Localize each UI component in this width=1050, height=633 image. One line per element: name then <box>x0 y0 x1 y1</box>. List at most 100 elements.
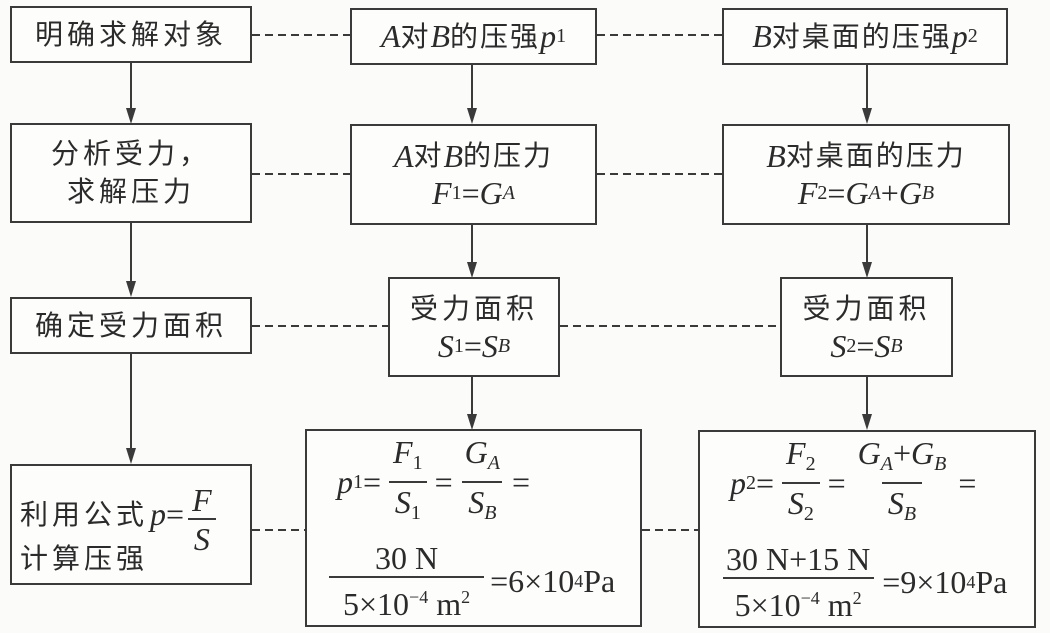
eq: = <box>958 465 977 501</box>
subscript: B <box>497 334 511 357</box>
subscript: A <box>487 451 500 474</box>
eq: = <box>756 465 775 501</box>
step-label: 明确求解对象 <box>34 17 227 51</box>
var-A: A <box>380 18 401 54</box>
result: =6×10 <box>490 562 575 599</box>
label-text: 受力面积 <box>802 291 931 325</box>
eq: = <box>434 464 453 500</box>
subscript: B <box>890 334 903 357</box>
var-F: F <box>797 175 818 211</box>
formula-fraction: F S <box>186 482 218 558</box>
subscript: 2 <box>803 502 814 525</box>
exponent: −4 <box>800 587 820 608</box>
var-G: G <box>898 175 922 211</box>
subscript: 2 <box>846 334 857 357</box>
unit: Pa <box>583 562 616 599</box>
denominator: S <box>887 484 904 521</box>
denominator: 5×10 <box>343 585 410 622</box>
numerator: G <box>464 433 488 470</box>
subscript: B <box>484 501 497 524</box>
arrowhead-icon <box>467 262 477 278</box>
eq: = <box>856 327 875 364</box>
subscript: 1 <box>451 182 462 204</box>
eq: = <box>461 175 480 211</box>
var-S: S <box>437 327 454 364</box>
eq: = <box>363 464 382 500</box>
subscript: 2 <box>967 25 978 47</box>
numerator: F <box>393 433 413 470</box>
step-determine-area: 确定受力面积 <box>10 297 252 354</box>
subscript: B <box>921 182 935 204</box>
numerator: G <box>911 434 935 471</box>
unit: m <box>819 586 853 623</box>
numerator: F <box>786 434 806 471</box>
var-p: p <box>540 18 557 54</box>
unit: m <box>428 585 462 622</box>
subscript: 1 <box>556 25 567 47</box>
denominator: S <box>787 484 804 521</box>
step-identify-object: 明确求解对象 <box>10 6 252 63</box>
subscript: 1 <box>412 451 423 474</box>
unit: Pa <box>975 563 1008 600</box>
step-label-line1: 分析受力， <box>50 137 211 170</box>
label-text: 的压力 <box>463 139 554 172</box>
label-text: 对桌面的压力 <box>785 139 966 172</box>
eq: = <box>511 464 531 500</box>
step-label: 确定受力面积 <box>34 308 227 342</box>
var-S: S <box>481 327 498 364</box>
subscript: 2 <box>805 452 816 475</box>
arrowhead-icon <box>862 262 872 278</box>
var-B: B <box>752 18 772 54</box>
var-p: p <box>951 18 968 54</box>
denominator: S <box>187 517 216 558</box>
result: =9×10 <box>882 563 967 600</box>
arrowhead-icon <box>126 108 136 124</box>
subscript: 1 <box>353 471 363 493</box>
denominator: S <box>394 483 411 520</box>
formula-p: p <box>150 496 167 532</box>
subscript: A <box>868 182 881 204</box>
label-text: 对桌面的压强 <box>771 19 952 53</box>
var-G: G <box>845 175 869 211</box>
label-text: 对 <box>413 139 444 172</box>
arrowhead-icon <box>862 108 872 124</box>
eq: = <box>463 327 482 364</box>
step-calc-pressure: 利用公式 p= F S 计算压强 <box>10 464 252 585</box>
exponent: −4 <box>409 586 429 607</box>
numerator: G <box>857 434 881 471</box>
denominator: S <box>468 483 485 520</box>
arrowhead-icon <box>862 414 872 430</box>
var-G: G <box>479 175 503 211</box>
var-F: F <box>432 175 452 211</box>
var-p: p <box>730 465 746 501</box>
subscript: 2 <box>817 182 828 204</box>
step-analyze-force: 分析受力， 求解压力 <box>10 123 252 223</box>
arrowhead-icon <box>126 448 136 464</box>
var-S: S <box>830 327 847 364</box>
arrowhead-icon <box>467 414 477 430</box>
fraction: F2 S2 <box>780 435 822 533</box>
label-text: 受力面积 <box>409 291 538 325</box>
numerator: 30 N+15 N <box>726 540 871 577</box>
eq: = <box>827 175 846 211</box>
fraction: GA SB <box>459 434 506 532</box>
subscript: A <box>502 182 515 204</box>
fraction: GA+GB SB <box>852 435 953 533</box>
exponent: 2 <box>461 586 471 607</box>
subscript: 2 <box>746 472 756 494</box>
step-label-line2: 计算压强 <box>20 541 149 575</box>
var-A: A <box>393 137 414 174</box>
plus: + <box>880 175 899 211</box>
